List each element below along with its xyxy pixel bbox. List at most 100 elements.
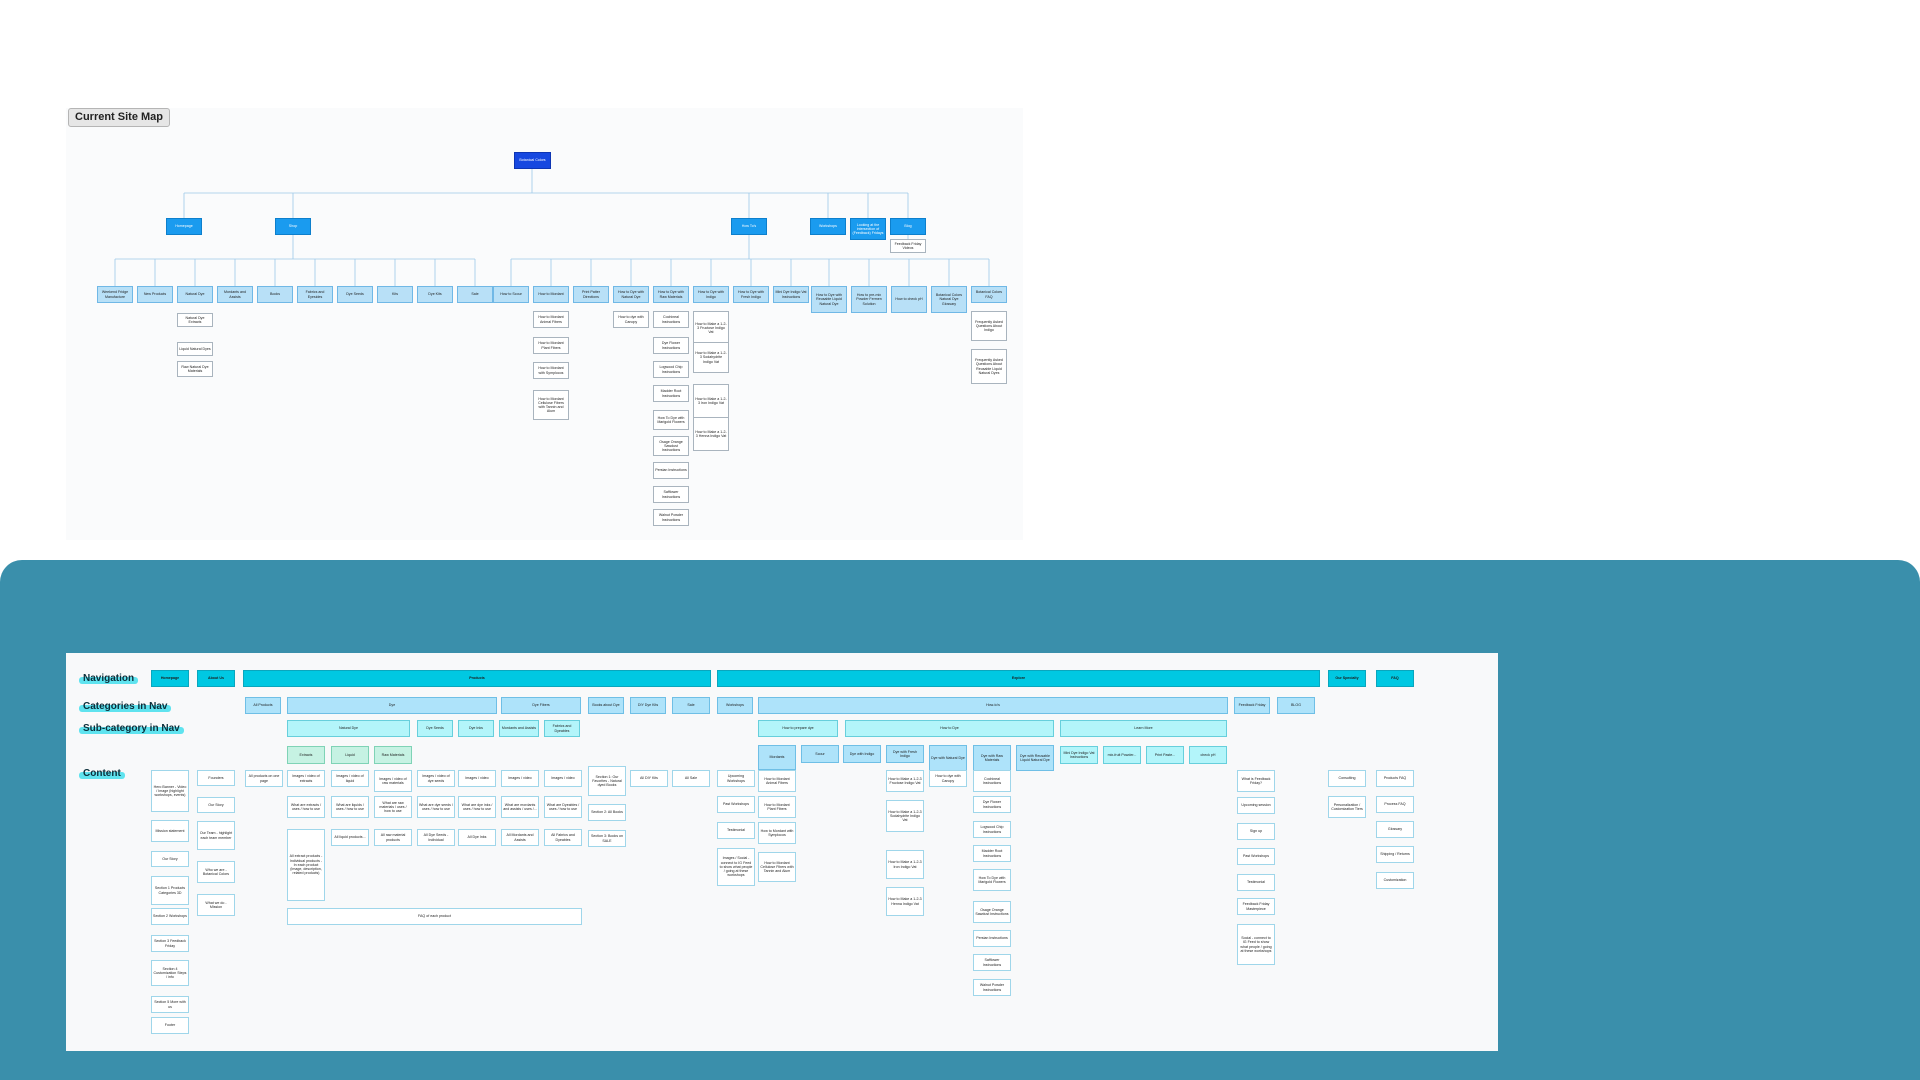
content-explore-past-workshops: Past Workshops <box>717 796 755 813</box>
shop-cat-books: Books <box>257 286 293 303</box>
content-products-section-2-all-books: Section 2: All Books <box>588 804 626 821</box>
content-explore-osage-orange-sawdust-instructions: Osage Orange Sawdust Instructions <box>973 901 1011 923</box>
subcategory-mordants-and-assists: Mordants and Assists <box>499 720 539 737</box>
content-about-what-we-do-mission: What we do - Mission <box>197 894 235 916</box>
label-highlight <box>79 705 172 712</box>
sitemap-leaf: How to Make a 1-2-3 Fructose Indigo Vat <box>693 311 729 345</box>
content-products-images-video: Images / video <box>501 770 539 787</box>
subcategory2-dye-with-indigo: Dye with Indigo <box>843 745 881 763</box>
sitemap-leaf: Natural Dye Extracts <box>177 313 213 327</box>
subcategory2-dye-with-reusable-liquid-natural-dye: Dye with Reusable Liquid Natural Dye <box>1016 745 1054 771</box>
content-products-what-are-raw-materials-uses-how-to-use: What are raw materials / uses / how to u… <box>374 796 412 818</box>
content-explore-how-to-make-a-1-2-3-fructose-indigo-vat: How to Make a 1-2-3 Fructose Indigo Vat <box>886 770 924 792</box>
sitemap-leaf: Logwood Chip Instructions <box>653 361 689 378</box>
content-products-what-are-liquids-uses-how-to-use: What are liquids / uses / how to use <box>331 796 369 818</box>
content-explore-images-social-connect-to-ig-feed-to-show: Images / Social - connect to IG Feed to … <box>717 848 755 886</box>
row-label-text: Navigation <box>83 673 135 684</box>
content-feedback-past-workshops: Past Workshops <box>1237 848 1275 865</box>
subcategory2-mini-dye-indigo-vat-instructions: Mini Dye Indigo Vat Instructions <box>1060 746 1098 764</box>
sitemap-leaf: How to Mordant Cellulose Fibers with Tan… <box>533 390 569 420</box>
content-products-faq-of-each-product: FAQ of each product <box>287 908 582 925</box>
subcategory2-scour: Scour <box>801 745 839 763</box>
sitemap-leaf: Safflower Instructions <box>653 486 689 503</box>
sitemap-leaf: Frequently Asked Questions About Reusabl… <box>971 349 1007 384</box>
content-explore-madder-root-instructions: Madder Root Instructions <box>973 845 1011 862</box>
subcategory-learn-more: Learn More <box>1060 720 1227 737</box>
content-explore-how-to-make-a-1-2-3-henna-indigo-vat: How to Make a 1-2-3 Henna Indigo Vat <box>886 887 924 916</box>
content-feedback-social-connect-to-ig-feed-to-show-what-p: Social - connect to IG Feed to show what… <box>1237 924 1275 965</box>
category-all-products: All Products <box>245 697 281 714</box>
howto-cat-how-to-check-ph: How to check pH <box>891 286 927 313</box>
content-products-section-1-our-favorites-natural-dyed-boo: Section 1: Our Favorites - Natural dyed … <box>588 766 626 796</box>
subcategory2-mordants: Mordants <box>758 745 796 770</box>
content-feedback-what-is-feedback-friday: What is Feedback Friday? <box>1237 770 1275 792</box>
subcategory-dye-inks: Dye Inks <box>458 720 494 737</box>
nav-explore: Explore <box>717 670 1320 687</box>
subcategory2-dye-with-fresh-indigo: Dye with Fresh Indigo <box>886 745 924 763</box>
content-products-images-video-of-dye-seeds: Images / video of dye seeds <box>417 770 455 787</box>
row-label-subcategory: Sub-category in Nav <box>79 723 184 734</box>
sitemap-leaf: Madder Root Instructions <box>653 385 689 402</box>
subcategory-natural-dye: Natural Dye <box>287 720 410 737</box>
content-specialty-consulting: Consulting <box>1328 770 1366 787</box>
sitemap-leaf: Liquid Natural Dyes <box>177 342 213 356</box>
content-faq-glossary: Glossary <box>1376 821 1414 838</box>
shop-cat-dye-seeds: Dye Seeds <box>337 286 373 303</box>
nav-faq: FAQ <box>1376 670 1414 687</box>
content-products-all-liquid-products: All liquid products... <box>331 829 369 846</box>
content-feedback-testimonial: Testimonial <box>1237 874 1275 891</box>
howto-cat-mini-dye-indigo-vat-instructions: Mini Dye Indigo Vat Instructions <box>773 286 809 303</box>
sitemap-leaf: Dye Flower Instructions <box>653 337 689 354</box>
nav-homepage: Homepage <box>151 670 189 687</box>
subcategory2-raw-materials: Raw Materials <box>374 746 412 764</box>
content-about-our-story: Our Story <box>197 797 235 813</box>
content-products-all-diy-kits: All DIY Kits <box>630 770 668 787</box>
howto-cat-botanical-colors-faq: Botanical Colors FAQ <box>971 286 1007 303</box>
content-home-section-5-more-with-us: Section 5 More with us <box>151 996 189 1013</box>
section-homepage: Homepage <box>166 218 202 235</box>
howto-cat-how-to-dye-with-raw-materials: How to Dye with Raw Materials <box>653 286 689 303</box>
subcategory-how-to-dye: How to Dye <box>845 720 1054 737</box>
content-products-all-dye-seeds-individual: All Dye Seeds - Individual <box>417 829 455 846</box>
content-products-all-products-on-one-page: All products on one page <box>245 770 283 787</box>
label-highlight <box>79 727 184 734</box>
content-feedback-feedback-friday-masterpiece: Feedback Friday Masterpiece <box>1237 898 1275 915</box>
sitemap-leaf: How to Mordant with Symplocos <box>533 362 569 379</box>
content-explore-dye-flower-instructions: Dye Flower Instructions <box>973 796 1011 813</box>
nav-products: Products <box>243 670 711 687</box>
row-label-content: Content <box>79 768 125 779</box>
content-products-all-fabrics-and-dyeables: All Fabrics and Dyeables <box>544 829 582 846</box>
content-faq-process-faq: Process FAQ <box>1376 796 1414 813</box>
content-explore-testimonial: Testimonial <box>717 822 755 839</box>
nav-our-specialty: Our Specialty <box>1328 670 1366 687</box>
content-products-images-video: Images / video <box>544 770 582 787</box>
content-specialty-personalization-customization-tiers: Personalization / Customization Tiers <box>1328 796 1366 818</box>
howto-cat-how-to-mordant: How to Mordant <box>533 286 569 303</box>
content-explore-how-to-make-a-1-2-3-sodahydrite-indigo-v: How to Make a 1-2-3 Sodahydrite Indigo V… <box>886 800 924 832</box>
content-products-all-extract-products-individual-products: All extract products - Individual produc… <box>287 829 325 901</box>
shop-cat-sale: Sale <box>457 286 493 303</box>
shop-cat-dye-kits: Dye Kits <box>417 286 453 303</box>
sitemap-leaf: Walnut Powder Instructions <box>653 509 689 526</box>
row-label-navigation: Navigation <box>79 673 139 684</box>
section-blog: Blog <box>890 218 926 235</box>
category-workshops: Workshops <box>717 697 753 714</box>
content-products-images-video-of-raw-materials: Images / video of raw materials <box>374 770 412 792</box>
category-diy-dye-kits: DIY Dye Kits <box>630 697 666 714</box>
subcategory2-extracts: Extracts <box>287 746 325 764</box>
row-label-text: Sub-category in Nav <box>83 723 180 734</box>
content-about-who-we-are-botanical-colors: Who we are - Botanical Colors <box>197 861 235 883</box>
sitemap-leaf: Frequently Asked Questions About Indigo <box>971 311 1007 341</box>
content-home-section-3-feedback-friday: Section 3 Feedback Friday <box>151 935 189 952</box>
category-feedback-friday: Feedback Friday <box>1234 697 1270 714</box>
sitemap-leaf: How to Mordant Animal Fibers <box>533 311 569 328</box>
row-label-text: Content <box>83 768 121 779</box>
sitemap-leaf: Osage Orange Sawdust Instructions <box>653 436 689 456</box>
subcategory2-dye-with-natural-dye: Dye with Natural Dye <box>929 745 967 771</box>
content-home-section-4-customization-steps-info: Section 4 Customization Steps / info <box>151 960 189 986</box>
subcategory-how-to-prepare-dye: How to prepare dye <box>758 720 838 737</box>
content-explore-logwood-chip-instructions: Logwood Chip Instructions <box>973 821 1011 838</box>
sitemap-leaf: Cochineal Instructions <box>653 311 689 328</box>
row-label-text: Categories in Nav <box>83 701 168 712</box>
